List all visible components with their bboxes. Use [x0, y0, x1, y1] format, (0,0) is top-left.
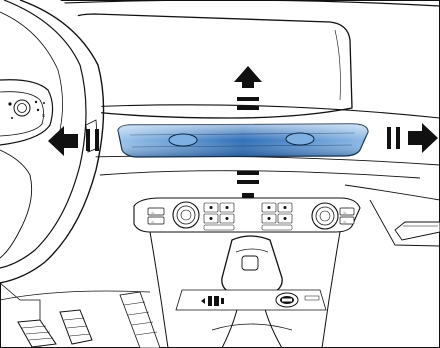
center-air-vent — [118, 124, 368, 157]
power-outlet-icon — [276, 293, 298, 307]
console-ports — [176, 290, 326, 310]
climate-control-panel: ♨ ♨ ♨ ♨ — [134, 198, 360, 232]
svg-text:♨: ♨ — [343, 219, 347, 224]
svg-text:♨: ♨ — [151, 210, 155, 215]
svg-text:♨: ♨ — [343, 210, 347, 215]
display-screen — [70, 14, 352, 118]
svg-text:♨: ♨ — [151, 219, 155, 224]
